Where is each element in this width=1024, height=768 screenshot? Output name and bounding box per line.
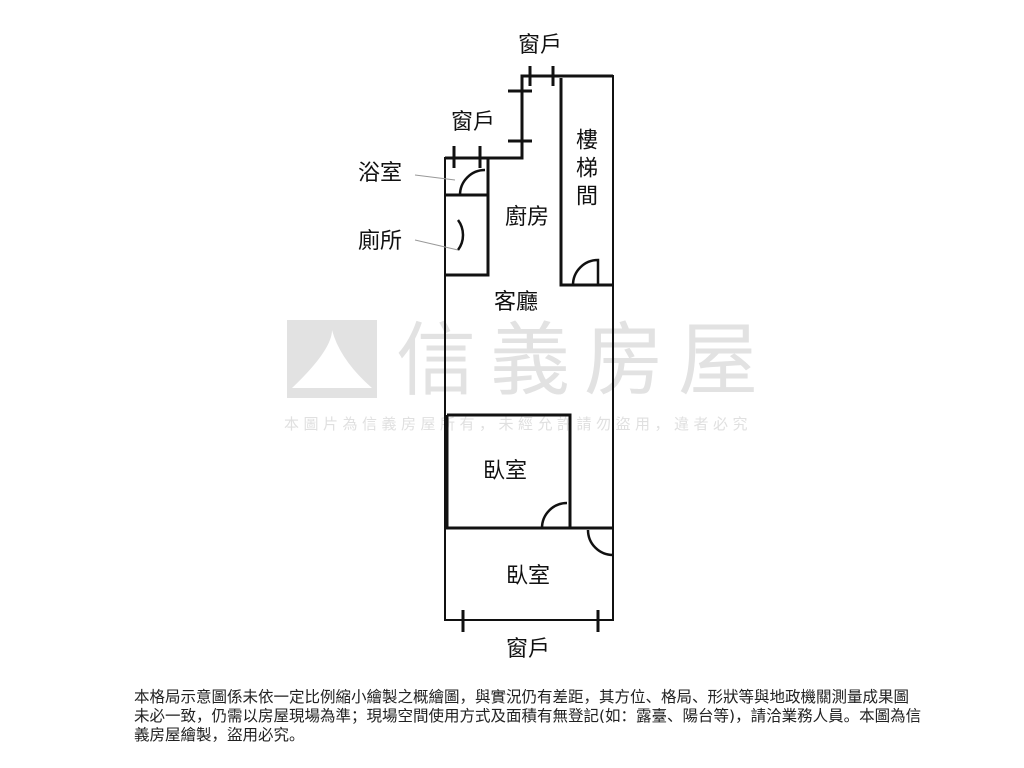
label-living-room: 客廳 [494, 290, 539, 315]
door-swings [456, 168, 614, 557]
window-marks [452, 66, 600, 632]
leader-lines [414, 174, 459, 251]
label-window-top: 窗戶 [518, 33, 563, 58]
watermark-logo [287, 320, 377, 398]
walls [444, 74, 614, 621]
label-stairwell: 樓梯間 [572, 128, 597, 212]
watermark-brand: 信義房屋 [396, 314, 772, 407]
label-bathroom: 浴室 [358, 161, 403, 186]
label-bedroom-2: 臥室 [506, 564, 551, 589]
label-window-mid: 窗戶 [451, 110, 496, 135]
label-window-bottom: 窗戶 [506, 637, 551, 662]
disclaimer-text: 本格局示意圖係未依一定比例縮小繪製之概繪圖，與實況仍有差距，其方位、格局、形狀等… [134, 688, 922, 744]
label-toilet: 廁所 [358, 229, 403, 254]
label-bedroom-1: 臥室 [483, 459, 528, 484]
watermark-notice: 本圖片為信義房屋所有，未經允許請勿盜用，違者必究 [284, 415, 753, 433]
label-kitchen: 廚房 [505, 205, 550, 230]
